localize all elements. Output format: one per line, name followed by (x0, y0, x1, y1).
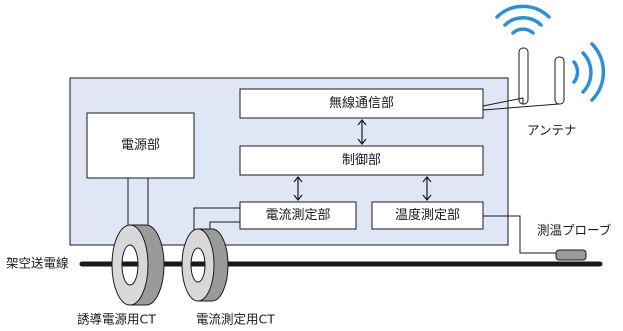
antenna-wire (482, 97, 524, 107)
temp-probe-wire (483, 215, 557, 254)
arrow-control-current (293, 176, 303, 201)
power-unit-block: 電源部 (86, 112, 195, 179)
measure-ct-ring (181, 228, 229, 302)
power-unit-label: 電源部 (121, 138, 160, 153)
wireless-comm-block: 無線通信部 (239, 88, 484, 119)
arrow-control-temp (422, 176, 432, 201)
arrow-wireless-control (357, 119, 367, 145)
transmission-line-label: 架空送電線 (6, 256, 69, 271)
antenna-right (554, 56, 565, 105)
power-ct-label: 誘導電源用CT (77, 312, 156, 327)
radio-wave-right-icon (572, 42, 606, 102)
temp-probe-label: 測温プローブ (537, 223, 612, 238)
temp-measure-block: 温度測定部 (371, 201, 484, 230)
antenna-left (518, 47, 529, 105)
measure-ct-label: 電流測定用CT (196, 312, 275, 327)
radio-wave-top-icon (495, 4, 551, 35)
antenna-wire-2 (482, 103, 560, 111)
control-label: 制御部 (342, 153, 381, 168)
temp-measure-label: 温度測定部 (395, 207, 460, 223)
wireless-comm-label: 無線通信部 (329, 95, 394, 111)
antenna-label: アンテナ (527, 123, 577, 138)
current-measure-block: 電流測定部 (239, 201, 357, 230)
control-block: 制御部 (239, 145, 484, 176)
power-ct-ring (111, 224, 165, 306)
temp-probe (555, 249, 587, 261)
current-measure-label: 電流測定部 (265, 208, 330, 223)
power-ct-wires (127, 178, 149, 232)
